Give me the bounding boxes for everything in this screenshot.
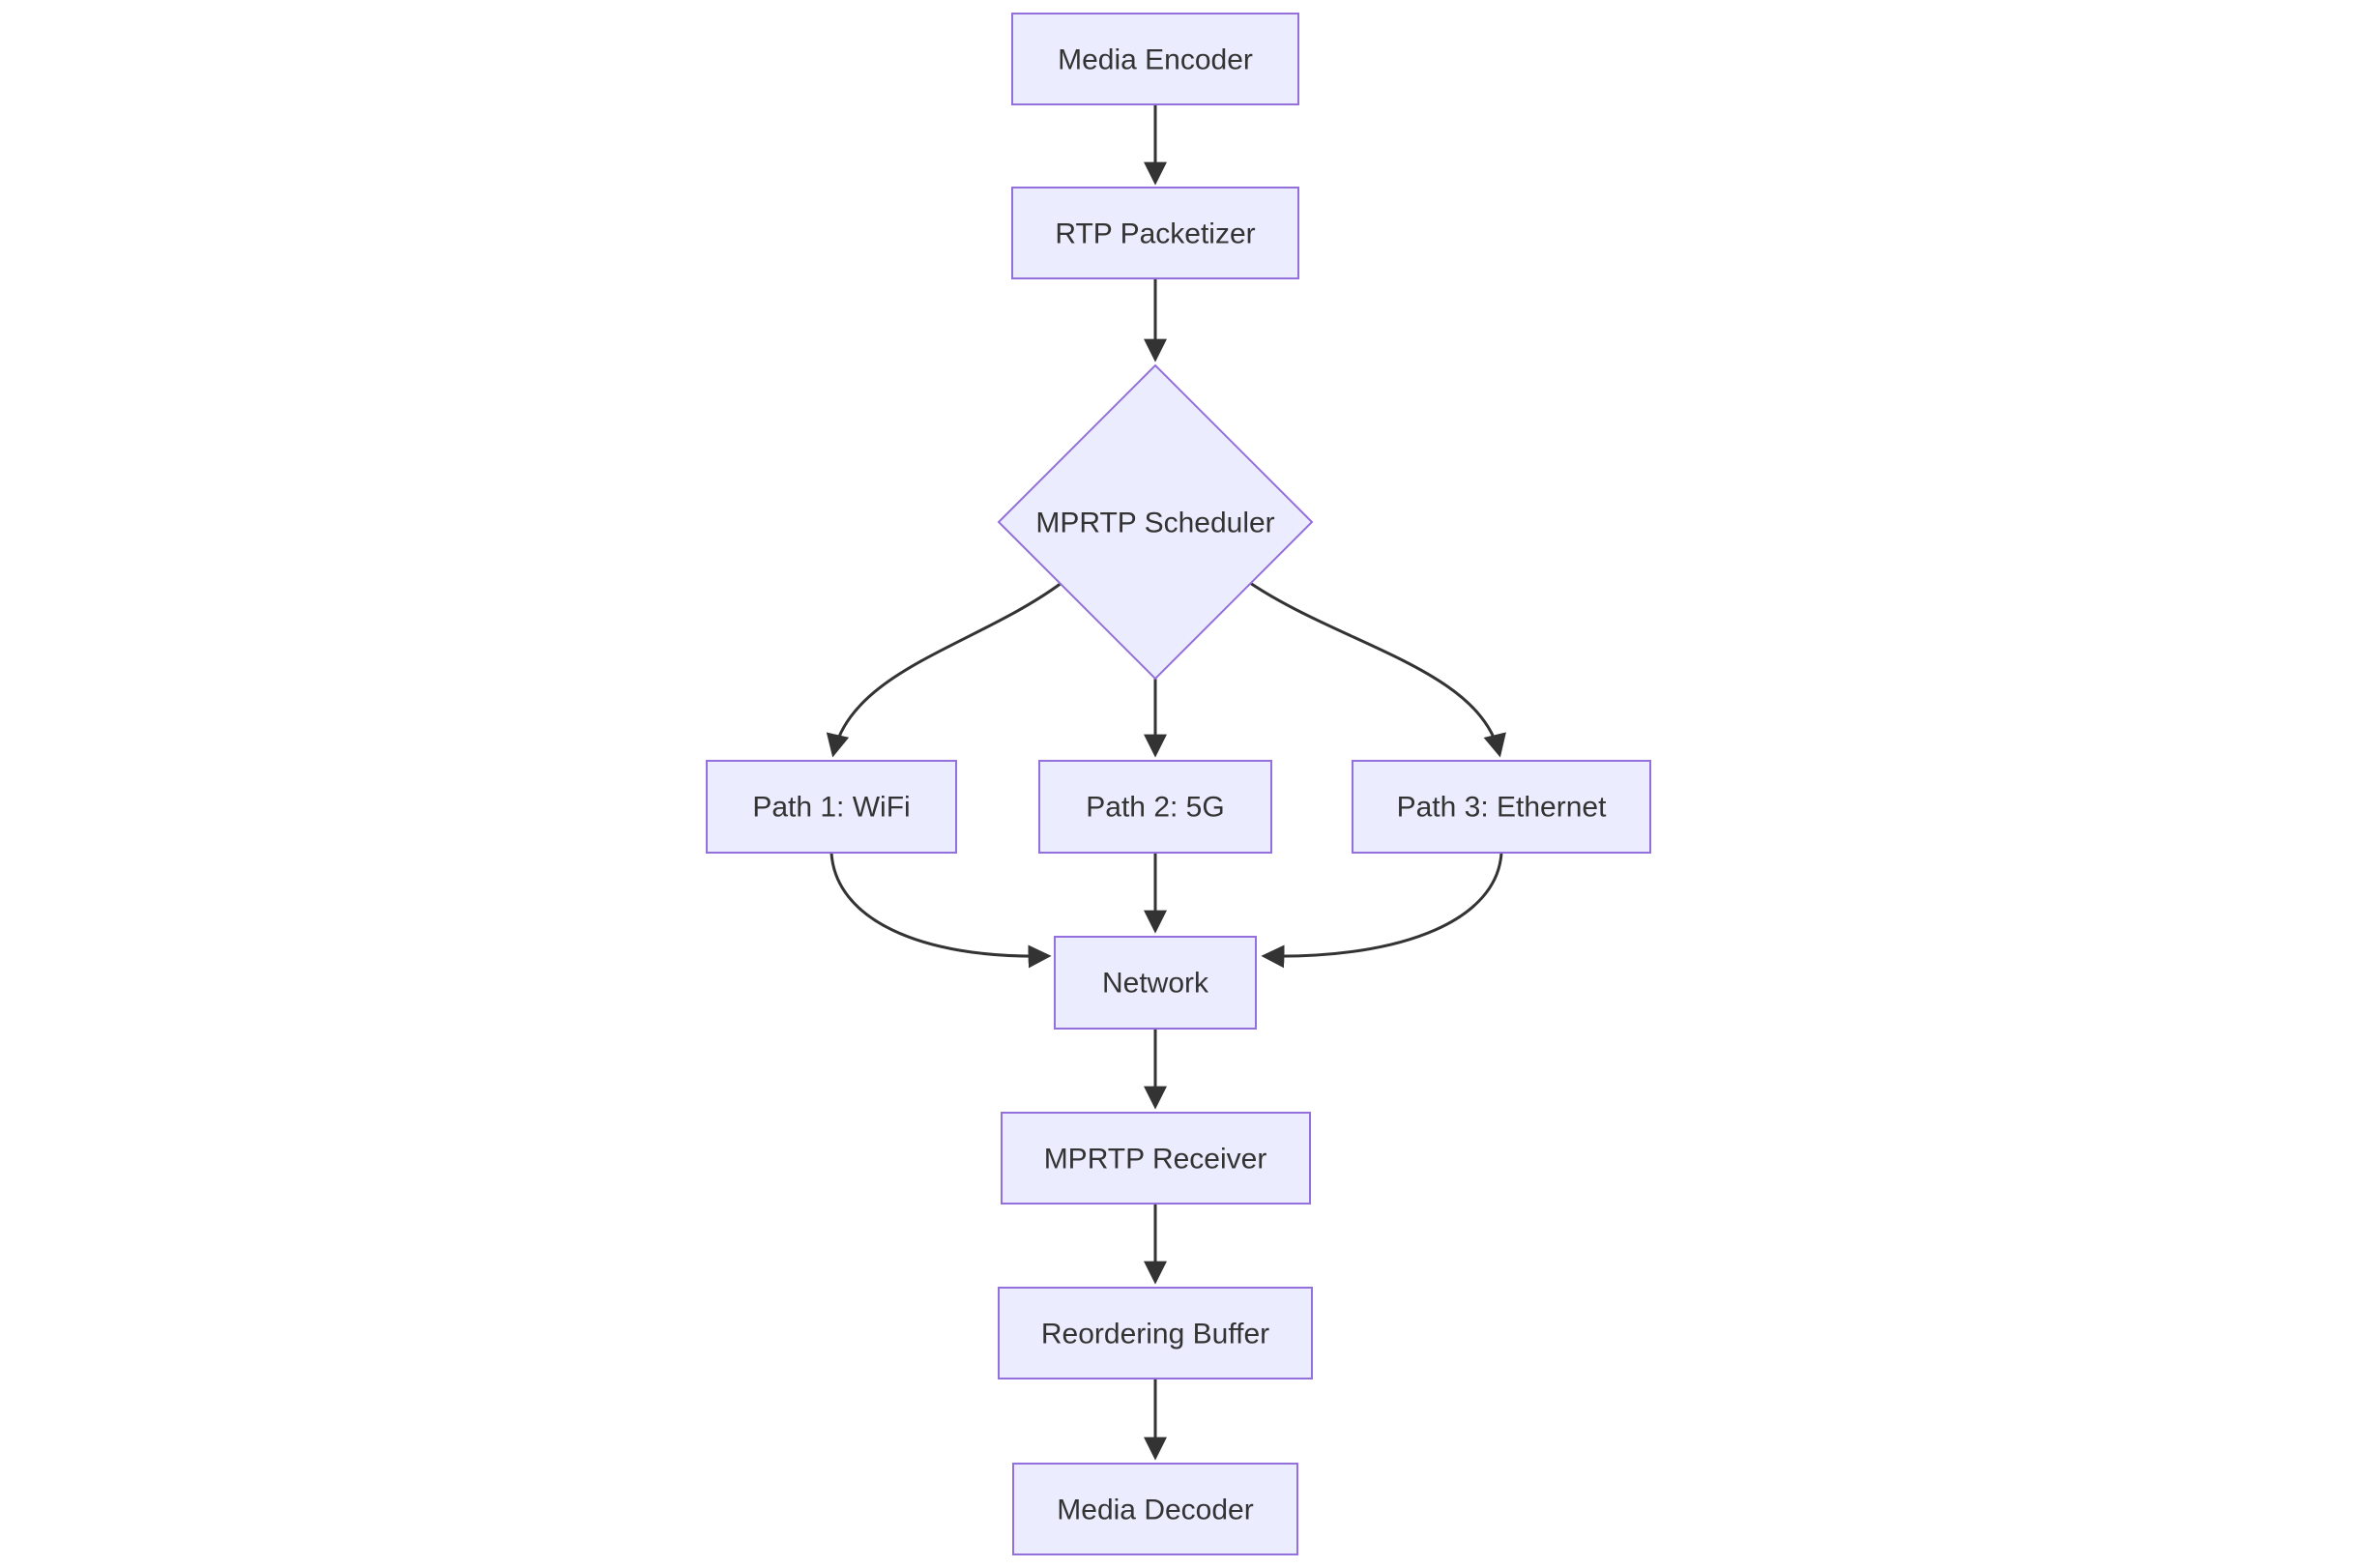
node-path-3-ethernet-label: Path 3: Ethernet [1397,792,1607,824]
edge-path-1-wifi-to-network [829,852,1052,969]
node-path-1-wifi: Path 1: WiFi [706,760,957,854]
node-rtp-packetizer-shape [1011,187,1299,279]
node-rtp-packetizer-label: RTP Packetizer [1055,218,1255,250]
node-layer: Media Encoder RTP Packetizer MPRTP Sched… [706,13,1651,1555]
node-network-shape [1054,936,1257,1030]
node-path-3-ethernet: Path 3: Ethernet [1352,760,1651,854]
node-network-label: Network [1102,968,1209,1000]
node-mprtp-scheduler-shape [997,363,1314,681]
node-reordering-buffer-shape [998,1287,1313,1379]
node-media-decoder: Media Decoder [1012,1463,1298,1555]
node-media-decoder-shape [1012,1463,1298,1555]
node-mprtp-scheduler-label: MPRTP Scheduler [1035,508,1274,539]
node-path-1-wifi-label: Path 1: WiFi [752,792,910,824]
node-media-encoder-label: Media Encoder [1058,44,1253,76]
node-path-2-5g-shape [1038,760,1272,854]
node-mprtp-receiver-shape [1001,1112,1311,1205]
node-path-3-ethernet-shape [1352,760,1651,854]
node-mprtp-scheduler: MPRTP Scheduler [997,363,1314,681]
edge-mprtp-scheduler-to-path-3-ethernet [1249,581,1506,758]
edge-mprtp-scheduler-to-path-1-wifi [826,581,1062,758]
node-media-encoder: Media Encoder [1011,13,1299,105]
node-path-1-wifi-shape [706,760,957,854]
node-reordering-buffer-label: Reordering Buffer [1041,1319,1269,1350]
node-media-encoder-shape [1011,13,1299,105]
node-mprtp-receiver-label: MPRTP Receiver [1044,1144,1267,1176]
node-reordering-buffer: Reordering Buffer [998,1287,1313,1379]
node-network: Network [1054,936,1257,1030]
edge-layer [826,104,1506,1461]
node-mprtp-receiver: MPRTP Receiver [1001,1112,1311,1205]
node-path-2-5g-label: Path 2: 5G [1086,792,1224,824]
edge-path-3-ethernet-to-network [1261,852,1503,969]
node-rtp-packetizer: RTP Packetizer [1011,187,1299,279]
node-path-2-5g: Path 2: 5G [1038,760,1272,854]
node-media-decoder-label: Media Decoder [1057,1495,1253,1526]
